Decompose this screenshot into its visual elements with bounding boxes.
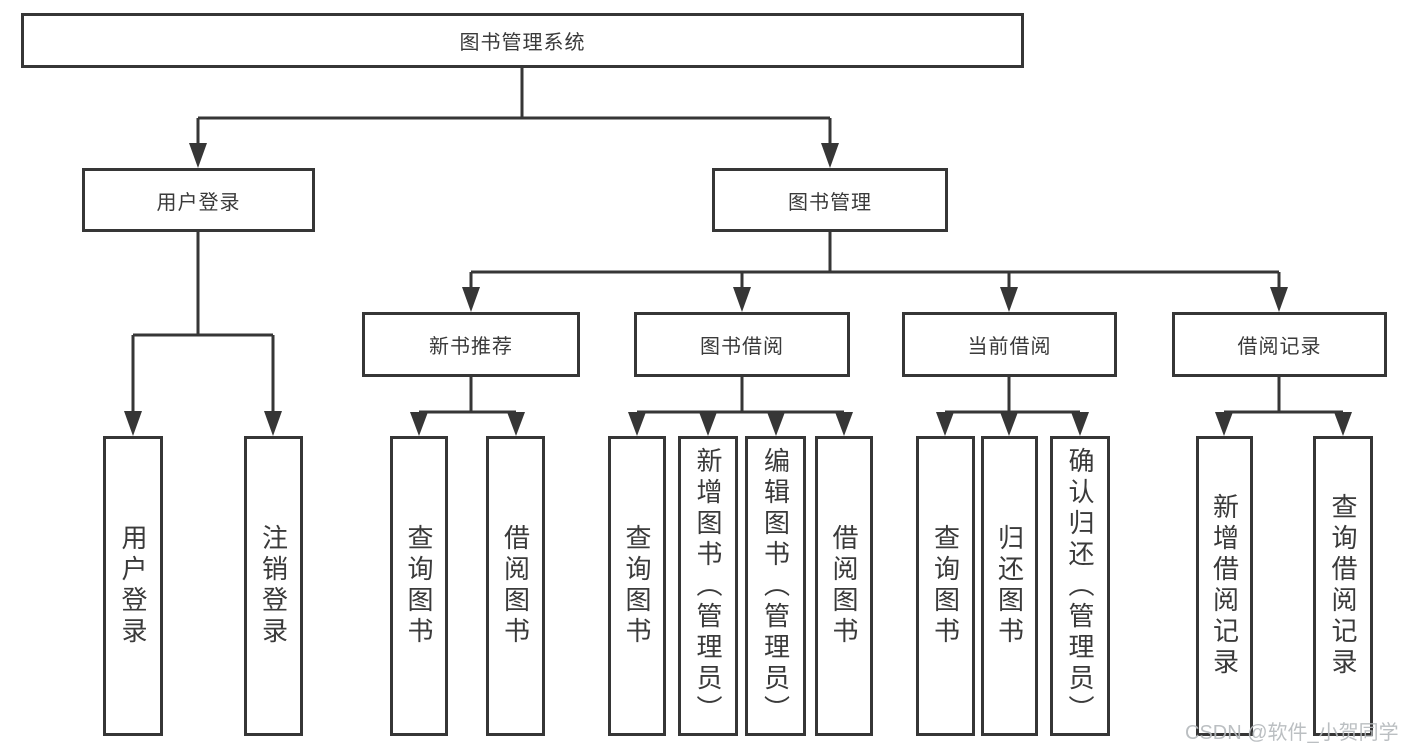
leaf-query-books-recommend: 查询图书 bbox=[390, 436, 448, 736]
leaf-return-books: 归还图书 bbox=[981, 436, 1038, 736]
leaf-user-login: 用户登录 bbox=[103, 436, 163, 736]
leaf-query-borrow-record: 查询借阅记录 bbox=[1313, 436, 1373, 736]
leaf-add-borrow-record-label: 新增借阅记录 bbox=[1209, 493, 1240, 679]
leaf-borrow-books-recommend-label: 借阅图书 bbox=[500, 524, 531, 648]
csdn-watermark: CSDN @软件_小贺同学 bbox=[1185, 722, 1399, 744]
leaf-edit-books-admin: 编辑图书（管理员） bbox=[745, 436, 806, 736]
leaf-edit-books-admin-label: 编辑图书（管理员） bbox=[760, 446, 791, 726]
leaf-confirm-return-admin-label: 确认归还（管理员） bbox=[1065, 446, 1095, 726]
node-book-borrow: 图书借阅 bbox=[634, 312, 850, 377]
node-borrow-records: 借阅记录 bbox=[1172, 312, 1387, 377]
node-user-login: 用户登录 bbox=[82, 168, 315, 232]
leaf-query-books-current: 查询图书 bbox=[916, 436, 975, 736]
node-new-book-recommend: 新书推荐 bbox=[362, 312, 580, 377]
leaf-logout-label: 注销登录 bbox=[258, 524, 289, 648]
leaf-query-books-borrow: 查询图书 bbox=[608, 436, 666, 736]
leaf-logout: 注销登录 bbox=[244, 436, 303, 736]
arrowheads bbox=[124, 143, 1352, 436]
leaf-return-books-label: 归还图书 bbox=[994, 524, 1025, 648]
leaf-query-borrow-record-label: 查询借阅记录 bbox=[1328, 493, 1358, 679]
leaf-query-books-current-label: 查询图书 bbox=[930, 524, 961, 648]
leaf-borrow-books-label: 借阅图书 bbox=[829, 524, 859, 648]
leaf-query-books-recommend-label: 查询图书 bbox=[404, 524, 434, 648]
leaf-borrow-books: 借阅图书 bbox=[815, 436, 873, 736]
leaf-user-login-label: 用户登录 bbox=[118, 524, 148, 648]
node-root: 图书管理系统 bbox=[21, 13, 1024, 68]
node-book-management: 图书管理 bbox=[712, 168, 948, 232]
leaf-query-books-borrow-label: 查询图书 bbox=[622, 524, 652, 648]
leaf-add-books-admin-label: 新增图书（管理员） bbox=[693, 446, 723, 726]
leaf-add-books-admin: 新增图书（管理员） bbox=[678, 436, 738, 736]
leaf-borrow-books-recommend: 借阅图书 bbox=[486, 436, 545, 736]
leaf-confirm-return-admin: 确认归还（管理员） bbox=[1050, 436, 1110, 736]
leaf-add-borrow-record: 新增借阅记录 bbox=[1196, 436, 1253, 736]
node-current-borrow: 当前借阅 bbox=[902, 312, 1117, 377]
